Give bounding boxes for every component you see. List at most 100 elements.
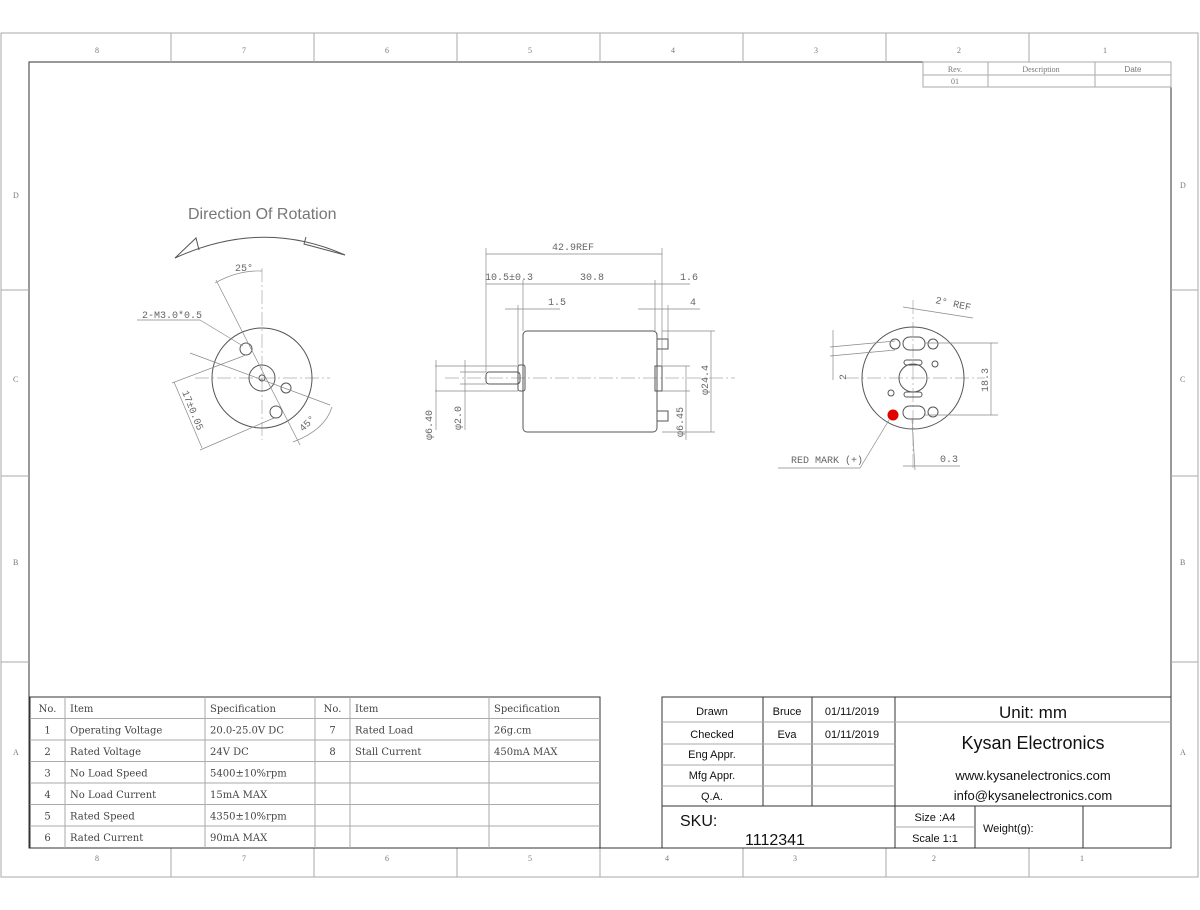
terminal [656, 410, 669, 422]
label: 01/11/2019 [825, 706, 879, 718]
rear-view: 2° REF 2 18.3 RED MARK (+) 0.3 [778, 295, 998, 471]
label: Date [1125, 65, 1142, 74]
revision-table: Rev. Description Date 01 [922, 61, 1172, 88]
label: D [1180, 181, 1186, 190]
label: 0.3 [940, 455, 958, 466]
label: 7 [242, 46, 246, 55]
label: 01/11/2019 [825, 729, 879, 741]
sku-value: 1112341 [745, 832, 805, 849]
label: 2 [839, 374, 850, 380]
shaft [485, 371, 521, 385]
label: 2 [932, 854, 936, 863]
table-cell: 4 [44, 790, 50, 801]
mount-hole [239, 342, 253, 356]
table-cell: 450mA MAX [494, 747, 558, 758]
label: SKU: [680, 813, 717, 830]
label: 4 [690, 298, 696, 309]
email-link: info@kysanelectronics.com [954, 788, 1112, 803]
table-cell: 8 [329, 747, 335, 758]
table-cell: Item [70, 704, 94, 715]
label: Mfg Appr. [689, 770, 735, 782]
label: 30.8 [580, 273, 604, 284]
label: 5 [528, 854, 532, 863]
label: RED MARK (+) [791, 455, 863, 467]
label: Size :A4 [915, 812, 956, 824]
label: 17±0.05 [178, 389, 204, 432]
terminal [656, 338, 669, 350]
label: Checked [690, 729, 733, 741]
label: 1 [1103, 46, 1107, 55]
label: 3 [793, 854, 797, 863]
label: Scale 1:1 [912, 833, 958, 845]
table-cell: Rated Current [70, 833, 143, 844]
label: Rev. [948, 65, 962, 74]
label: D [13, 191, 19, 200]
label: 2-M3.0*0.5 [142, 310, 202, 322]
table-cell: 15mA MAX [210, 790, 268, 801]
label: 2° REF [934, 295, 972, 314]
table-cell: 2 [44, 747, 50, 758]
label: 45° [297, 414, 318, 435]
mount-hole [269, 405, 283, 419]
table-cell: Stall Current [355, 747, 421, 758]
label: Eng Appr. [688, 749, 736, 761]
label: 3 [814, 46, 818, 55]
website-link: www.kysanelectronics.com [954, 768, 1110, 783]
table-cell: 1 [44, 726, 50, 737]
rotation-title: Direction Of Rotation [188, 206, 337, 223]
label: φ6.45 [676, 407, 687, 437]
label: 4 [671, 46, 675, 55]
table-cell: No. [324, 704, 342, 715]
title-block: Drawn Bruce 01/11/2019 Checked Eva 01/11/201… [661, 696, 1172, 849]
label: 4 [665, 854, 669, 863]
motor-face [211, 327, 313, 429]
label: Eva [778, 729, 798, 741]
table-cell: 5 [44, 812, 50, 823]
table-cell: 4350±10%rpm [210, 812, 287, 823]
label: 1 [1080, 854, 1084, 863]
label: 7 [242, 854, 246, 863]
table-cell: No Load Speed [70, 769, 148, 780]
table-cell: 5400±10%rpm [210, 769, 287, 780]
label: Q.A. [701, 791, 723, 803]
label: Description [1022, 65, 1059, 74]
motor-body [522, 330, 658, 433]
company-name: Kysan Electronics [961, 733, 1104, 753]
label: C [1180, 375, 1185, 384]
table-cell: No Load Current [70, 790, 156, 801]
label: 42.9REF [552, 243, 594, 254]
label: 01 [951, 77, 959, 86]
label: 5 [528, 46, 532, 55]
label: 1.5 [548, 298, 566, 309]
table-cell: Rated Load [355, 726, 414, 737]
side-view: 42.9REF 10.5±0.3 30.8 1.6 1.5 4 φ6.40 φ2… [425, 243, 735, 440]
table-cell: Specification [494, 704, 560, 715]
label: B [13, 558, 18, 567]
table-cell: Specification [210, 704, 276, 715]
table-cell: 6 [44, 833, 50, 844]
label: Bruce [773, 706, 802, 718]
label: 10.5±0.3 [485, 273, 533, 284]
label: φ6.40 [425, 410, 436, 440]
label: 8 [95, 46, 99, 55]
unit-label: Unit: mm [999, 703, 1067, 722]
label: C [13, 375, 18, 384]
label: φ2.0 [454, 406, 465, 430]
label: 1.6 [680, 273, 698, 284]
table-cell: 7 [329, 726, 335, 737]
table-cell: 20.0-25.0V DC [210, 726, 284, 737]
table-cell: Rated Speed [70, 812, 135, 823]
table-cell: 24V DC [210, 747, 249, 758]
label: 18.3 [981, 368, 992, 392]
label: Drawn [696, 706, 728, 718]
label: 2 [957, 46, 961, 55]
vent-hole [280, 382, 292, 394]
table-cell: Rated Voltage [70, 747, 141, 758]
table-cell: Item [355, 704, 379, 715]
table-cell: 90mA MAX [210, 833, 268, 844]
